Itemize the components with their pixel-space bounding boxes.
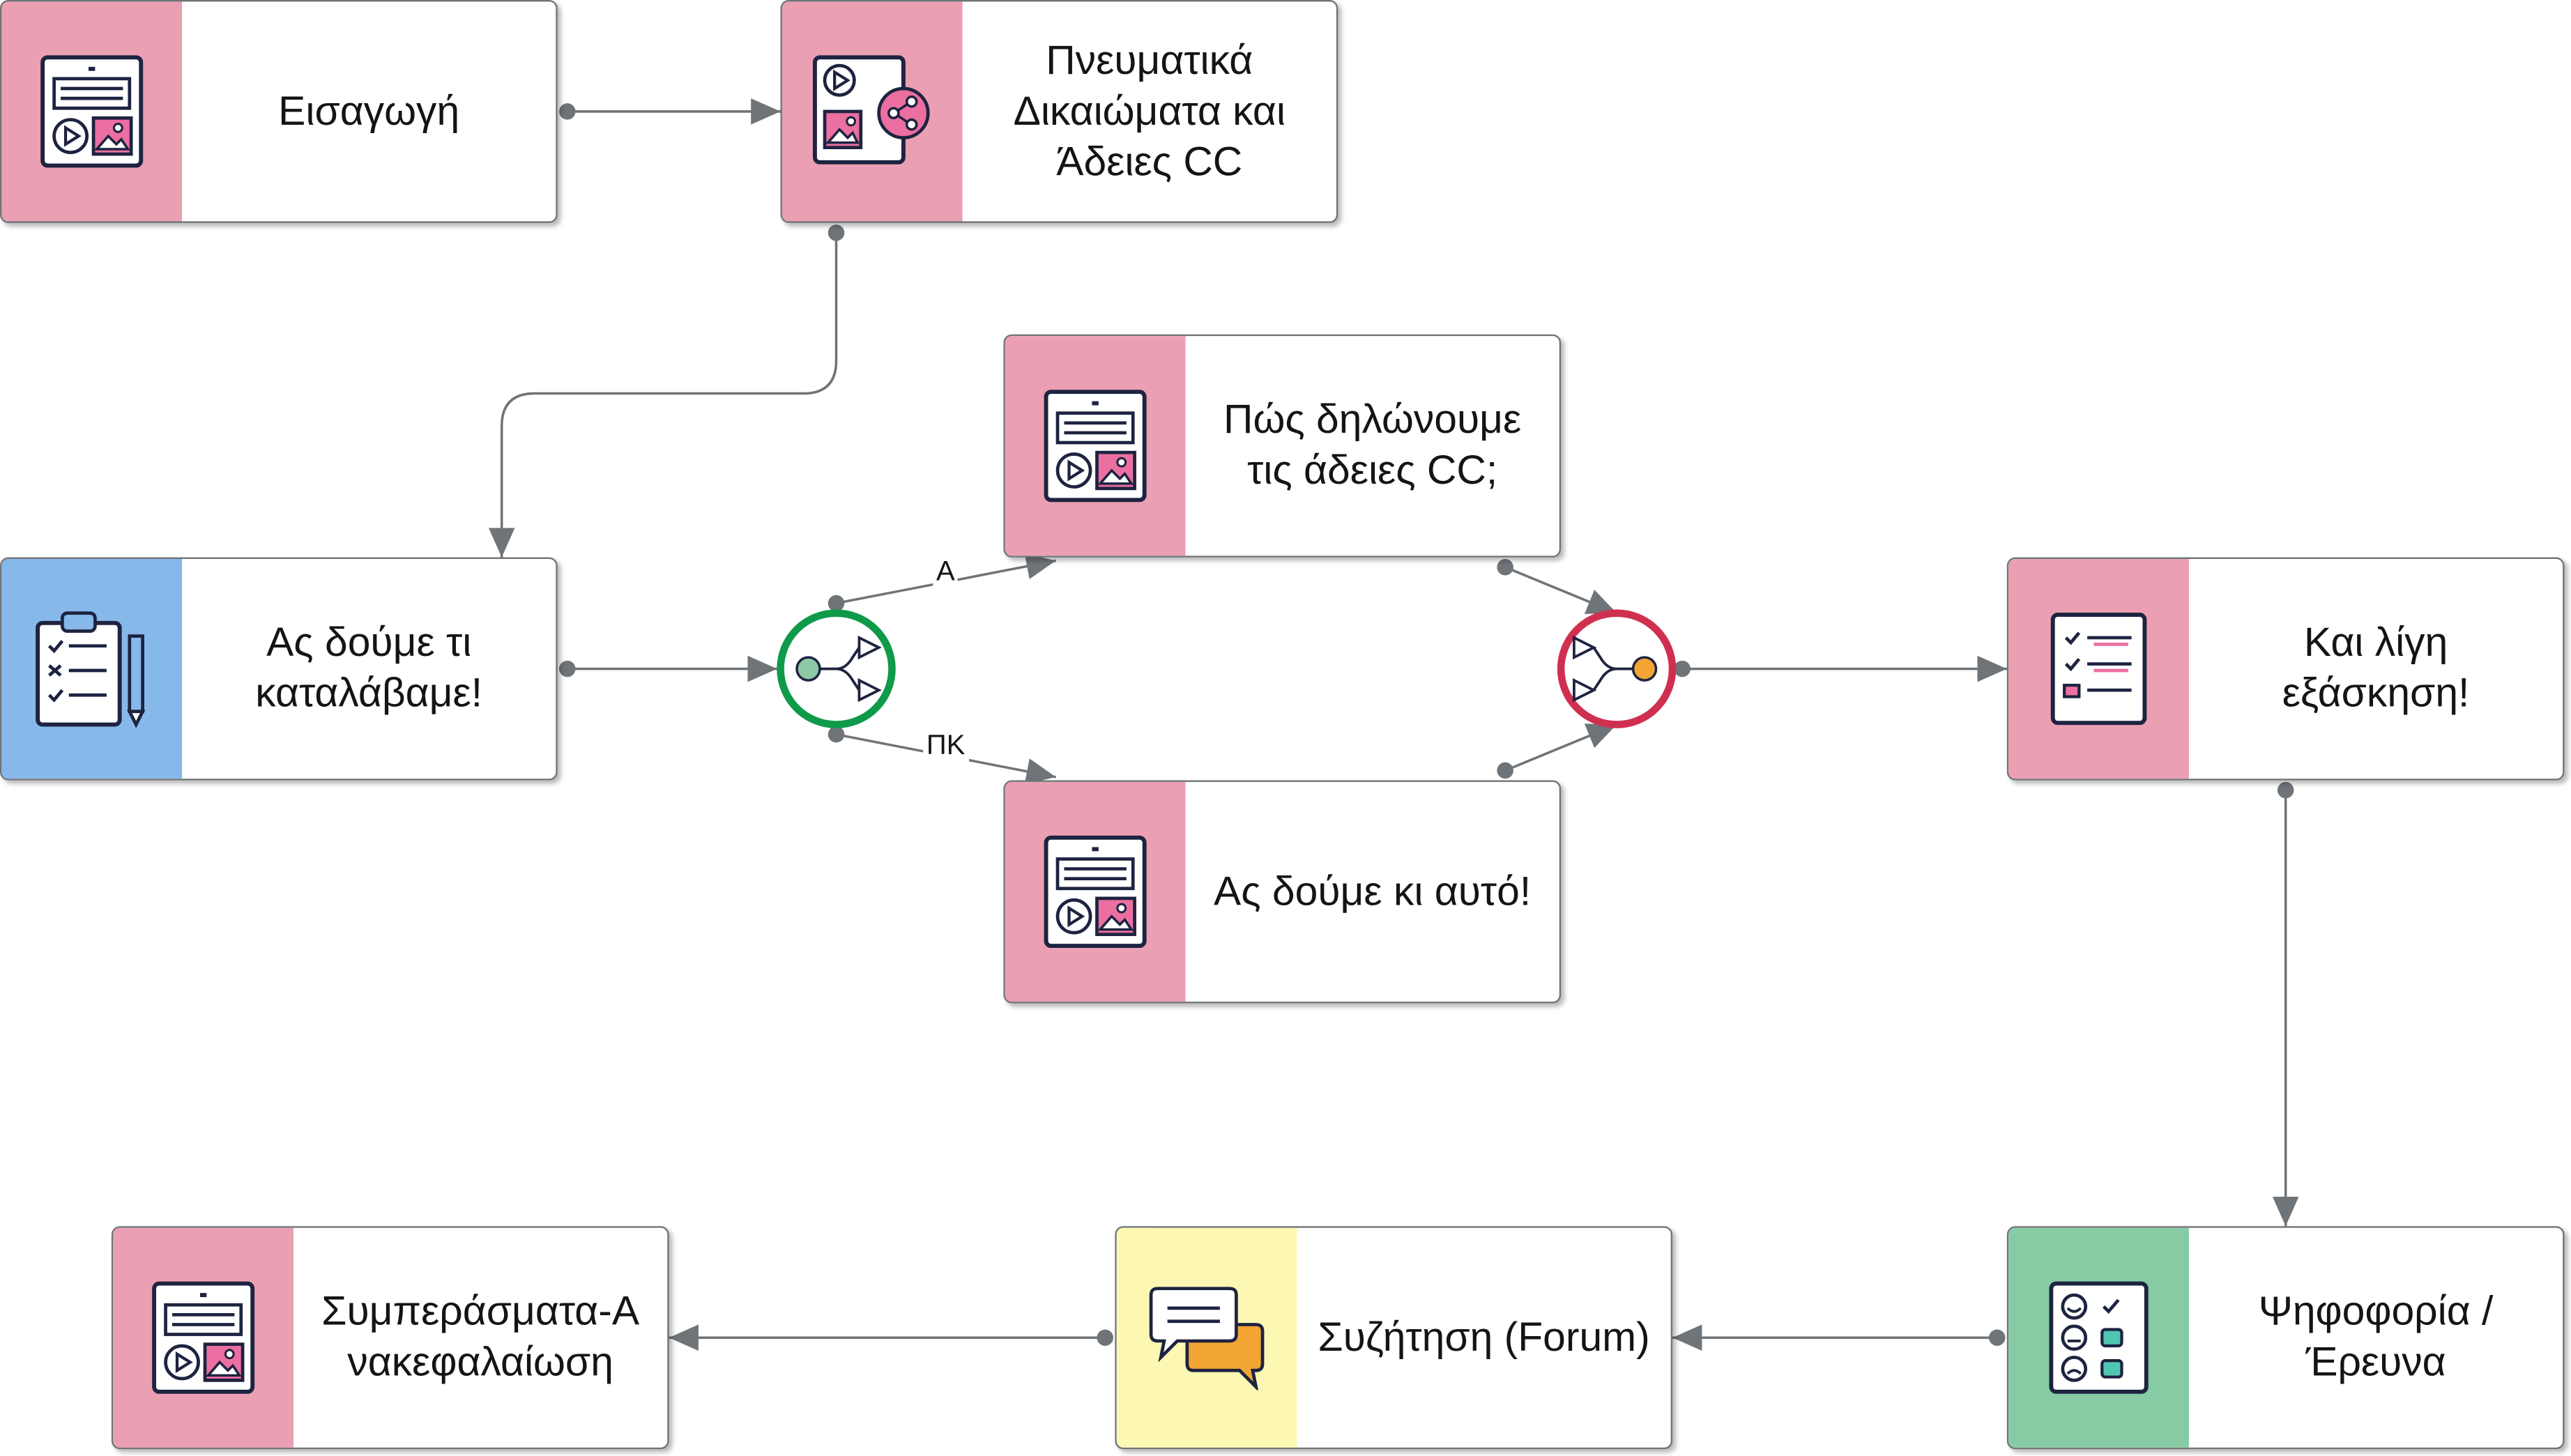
page-media-icon (152, 1281, 255, 1394)
node-poll[interactable]: Ψηφοφορία / Έρευνα (2006, 1226, 2565, 1450)
speech-bubbles-icon (1149, 1287, 1265, 1390)
connector-dot (559, 660, 576, 677)
node-quiz-label: Ας δούμε τι καταλάβαμε! (255, 620, 483, 716)
node-conclusions-label: Συμπεράσματα-Ανακεφαλαίωση (321, 1288, 640, 1386)
connector-dot (1097, 1329, 1114, 1346)
connector-dot (1988, 1329, 2006, 1346)
connector-dot (1497, 762, 1513, 779)
node-see-this-strip (1005, 781, 1186, 1002)
connector-dot (559, 103, 576, 120)
node-intro[interactable]: Εισαγωγή (0, 0, 558, 223)
edge-howto-to-merge (1504, 566, 1617, 615)
node-copyright-label: Πνευματικά Δικαιώματα και Άδειες CC (1013, 36, 1286, 185)
node-forum[interactable]: Συζήτηση (Forum) (1115, 1226, 1673, 1450)
connector-dot (827, 726, 845, 743)
node-see-this[interactable]: Ας δούμε κι αυτό! (1003, 780, 1562, 1004)
edge-seethis-to-merge (1504, 723, 1617, 772)
node-conclusions-strip (113, 1227, 294, 1448)
node-copyright[interactable]: Πνευματικά Δικαιώματα και Άδειες CC (780, 0, 1338, 223)
node-poll-label: Ψηφοφορία / Έρευνα (2258, 1288, 2494, 1386)
branch-gate-icon[interactable] (777, 609, 896, 728)
node-exercise-label: Και λίγη εξάσκηση! (2282, 620, 2470, 716)
share-media-icon (813, 55, 930, 164)
node-exercise[interactable]: Και λίγη εξάσκηση! (2006, 557, 2565, 781)
edge-label-a: Α (933, 555, 959, 589)
connector-dot (1674, 660, 1691, 677)
survey-faces-icon (2049, 1281, 2149, 1394)
connector-dot (2277, 781, 2294, 799)
connector-dot (827, 595, 845, 612)
checklist-icon (2050, 613, 2147, 726)
page-media-icon (1044, 835, 1147, 949)
clipboard-checklist-icon (36, 611, 146, 728)
merge-gate-icon[interactable] (1557, 609, 1677, 728)
connector-dot (1497, 559, 1513, 576)
node-how-to-strip (1005, 336, 1186, 556)
node-see-this-label: Ας δούμε κι αυτό! (1214, 868, 1532, 914)
node-forum-label: Συζήτηση (Forum) (1318, 1314, 1650, 1360)
node-exercise-strip (2008, 559, 2189, 779)
page-media-icon (40, 55, 144, 168)
edge-label-pk: ΠΚ (923, 729, 969, 763)
node-poll-strip (2008, 1227, 2189, 1448)
node-intro-strip (1, 1, 183, 222)
page-media-icon (1044, 390, 1147, 503)
connector-dot (827, 224, 845, 241)
node-conclusions[interactable]: Συμπεράσματα-Ανακεφαλαίωση (111, 1226, 669, 1450)
node-quiz-strip (1, 559, 183, 779)
node-forum-strip (1116, 1227, 1297, 1448)
node-how-to[interactable]: Πώς δηλώνουμε τις άδειες CC; (1003, 334, 1562, 558)
node-copyright-strip (781, 1, 963, 222)
node-quiz[interactable]: Ας δούμε τι καταλάβαμε! (0, 557, 558, 781)
node-how-to-label: Πώς δηλώνουμε τις άδειες CC; (1223, 397, 1522, 493)
node-intro-label: Εισαγωγή (278, 87, 460, 134)
edge-copyright-to-quiz (488, 232, 838, 558)
